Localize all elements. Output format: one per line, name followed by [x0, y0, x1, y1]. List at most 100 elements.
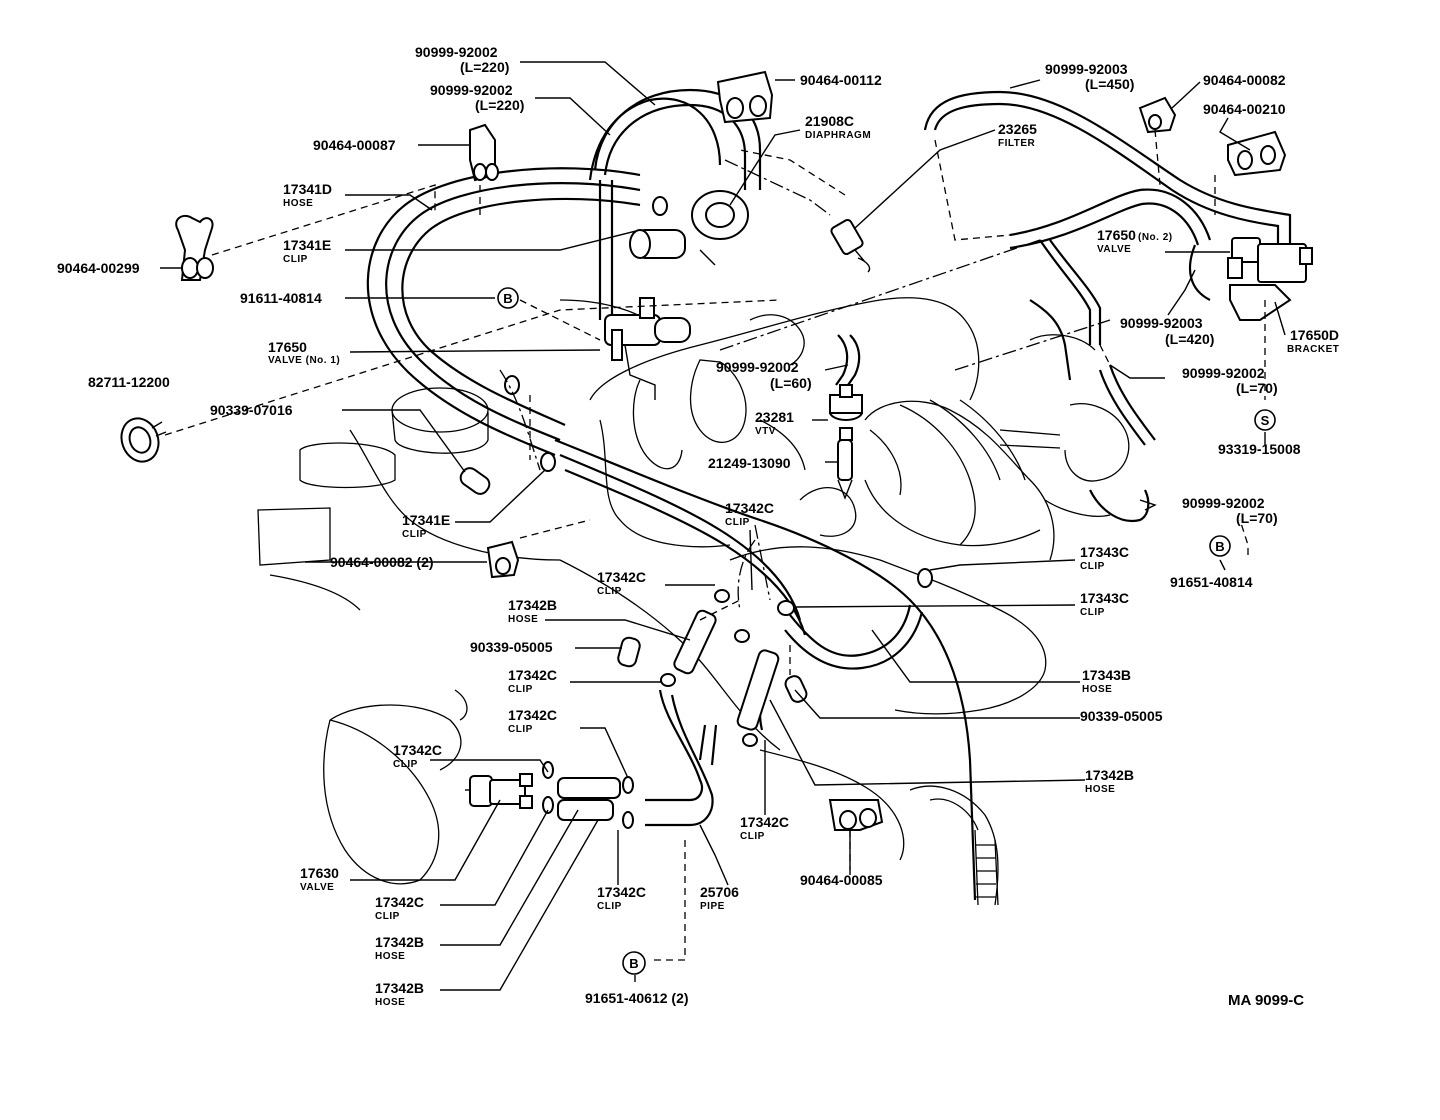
label-part-number: 90464-00082 (2): [330, 554, 434, 570]
plug-90339-05005-b-shape: [784, 675, 808, 703]
label-part-number: 90999-92003: [1045, 61, 1128, 77]
label-part-number: 17341E: [283, 237, 331, 253]
label-part-number: 17343C: [1080, 590, 1129, 606]
diagram-code: MA 9099-C: [1228, 992, 1304, 1009]
label-part-number: 90999-92002: [1182, 365, 1265, 381]
label-sub: (L=220): [460, 59, 509, 75]
vtv-23281-shape: [829, 384, 863, 441]
clip-90464-00087-shape: [469, 123, 499, 182]
label-sub: PIPE: [700, 901, 725, 912]
svg-text:B: B: [503, 291, 512, 306]
label-part-number: 90999-92002: [716, 359, 799, 375]
label-sub: CLIP: [393, 759, 418, 770]
label-part-number: 23281: [755, 409, 794, 425]
label-part-number: 90999-92002: [1182, 495, 1265, 511]
assembly-lines: [164, 129, 1266, 961]
valve-17650-no2-shape: [1227, 237, 1313, 321]
label-sub: BRACKET: [1287, 344, 1339, 355]
part-labels: 90999-92002 (L=220) 90999-92002 (L=220) …: [57, 44, 1339, 1008]
label-part-number: 17650D: [1290, 327, 1339, 343]
label-part-number: 90464-00299: [57, 260, 140, 276]
valve-17650-no1-shape: [604, 297, 691, 400]
hose-routing: [366, 88, 1292, 901]
label-sub: HOSE: [375, 951, 405, 962]
label-sub: CLIP: [1080, 561, 1105, 572]
label-part-number: 90464-00112: [800, 72, 882, 88]
label-sub: CLIP: [375, 911, 400, 922]
label-sub: (L=220): [475, 97, 524, 113]
label-sub: CLIP: [597, 586, 622, 597]
label-part-number: 17650: [1097, 227, 1136, 243]
filter-23265-shape: [830, 218, 871, 273]
label-part-number: 17341E: [402, 512, 450, 528]
label-sub: (L=450): [1085, 76, 1134, 92]
label-sub: DIAPHRAGM: [805, 130, 871, 141]
components: [120, 70, 1313, 831]
bolt-symbol-b-bottom: B: [622, 951, 646, 975]
label-part-number: 17342C: [393, 742, 442, 758]
label-part-number: 21249-13090: [708, 455, 791, 471]
label-part-number: 90999-92002: [415, 44, 498, 60]
label-part-number: 17342C: [597, 569, 646, 585]
label-part-number: 90999-92002: [430, 82, 513, 98]
label-part-number: 90339-07016: [210, 402, 293, 418]
label-part-suffix: (No. 2): [1138, 232, 1173, 243]
label-part-number: 90999-92003: [1120, 315, 1203, 331]
label-part-number: 90339-05005: [470, 639, 553, 655]
label-part-number: 17342C: [740, 814, 789, 830]
label-sub: VALVE: [1097, 244, 1131, 255]
label-part-number: 17342C: [597, 884, 646, 900]
label-part-number: 90464-00082: [1203, 72, 1286, 88]
label-part-number: 17343B: [1082, 667, 1131, 683]
label-sub: CLIP: [508, 684, 533, 695]
clip-90464-00299-shape: [175, 214, 214, 281]
label-part-number: 17342B: [508, 597, 557, 613]
label-sub: FILTER: [998, 138, 1036, 149]
label-sub: HOSE: [283, 198, 313, 209]
valve-17630-shape: [465, 773, 533, 809]
svg-text:S: S: [1261, 413, 1270, 428]
label-sub: (L=420): [1165, 331, 1214, 347]
label-part-number: 91651-40814: [1170, 574, 1253, 590]
small-clip-rings: [504, 196, 933, 829]
label-sub: HOSE: [1082, 684, 1112, 695]
clip-90464-00085-shape: [828, 799, 884, 831]
svg-text:B: B: [1215, 539, 1224, 554]
clip-90464-00210-shape: [1227, 130, 1287, 177]
plug-90339-07016-shape: [459, 467, 491, 495]
clamp-82711-12200-shape: [120, 417, 167, 463]
label-part-number: 17342C: [508, 707, 557, 723]
label-sub: VALVE (No. 1): [268, 355, 340, 366]
label-part-number: 17650: [268, 339, 307, 355]
label-part-number: 17342C: [375, 894, 424, 910]
label-part-number: 93319-15008: [1218, 441, 1301, 457]
label-part-number: 21908C: [805, 113, 854, 129]
label-part-number: 90464-00087: [313, 137, 396, 153]
label-part-number: 23265: [998, 121, 1037, 137]
label-part-number: 17341D: [283, 181, 332, 197]
hose-17342b-d-shape: [557, 799, 614, 821]
label-sub: CLIP: [597, 901, 622, 912]
label-part-number: 17343C: [1080, 544, 1129, 560]
bolt-symbol-b-top: B: [497, 287, 519, 309]
label-part-number: 17342C: [508, 667, 557, 683]
clip-90464-00112-shape: [716, 70, 774, 124]
label-sub: VTV: [755, 426, 776, 437]
label-part-number: 17342B: [1085, 767, 1134, 783]
label-sub: (L=70): [1236, 510, 1278, 526]
label-sub: HOSE: [508, 614, 538, 625]
label-part-number: 17342B: [375, 934, 424, 950]
label-part-number: 91611-40814: [240, 290, 322, 306]
label-sub: CLIP: [725, 517, 750, 528]
label-part-number: 90464-00085: [800, 872, 883, 888]
label-sub: VALVE: [300, 882, 334, 893]
label-sub: HOSE: [375, 997, 405, 1008]
label-part-number: 17342C: [725, 500, 774, 516]
hose-17342b-b-shape: [736, 649, 780, 731]
label-part-number: 82711-12200: [88, 374, 170, 390]
label-sub: CLIP: [740, 831, 765, 842]
label-part-number: 17342B: [375, 980, 424, 996]
leader-lines: [160, 61, 1286, 991]
bolt-symbol-b-right: B: [1209, 535, 1231, 557]
